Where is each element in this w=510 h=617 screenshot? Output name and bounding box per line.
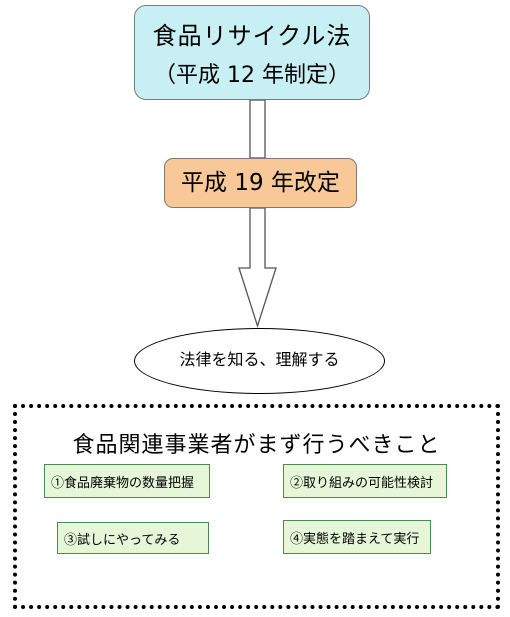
law-title: 食品リサイクル法 xyxy=(152,22,352,50)
law-subtitle: （平成 12 年制定） xyxy=(154,63,350,88)
action-item-quantity: ①食品廃棄物の数量把握 xyxy=(44,464,210,498)
action-item-execute: ④実態を踏まえて実行 xyxy=(283,520,431,554)
action-item-trial: ③試しにやってみる xyxy=(57,522,209,554)
action-item-label: ①食品廃棄物の数量把握 xyxy=(51,475,195,491)
down-arrow-icon xyxy=(238,207,277,329)
action-item-feasibility: ②取り組みの可能性検討 xyxy=(283,464,447,498)
actions-frame: 食品関連事業者がまず行うべきこと xyxy=(13,404,500,609)
actions-heading: 食品関連事業者がまず行うべきこと xyxy=(72,433,441,458)
connector-bar xyxy=(249,99,266,159)
understand-ellipse: 法律を知る、理解する xyxy=(134,328,385,394)
understand-label: 法律を知る、理解する xyxy=(179,350,340,369)
law-box: 食品リサイクル法 （平成 12 年制定） xyxy=(134,5,370,100)
action-item-label: ②取り組みの可能性検討 xyxy=(290,475,434,491)
revision-label: 平成 19 年改定 xyxy=(181,170,340,196)
action-item-label: ③試しにやってみる xyxy=(64,532,181,548)
action-item-label: ④実態を踏まえて実行 xyxy=(290,531,420,547)
revision-box: 平成 19 年改定 xyxy=(164,158,357,208)
